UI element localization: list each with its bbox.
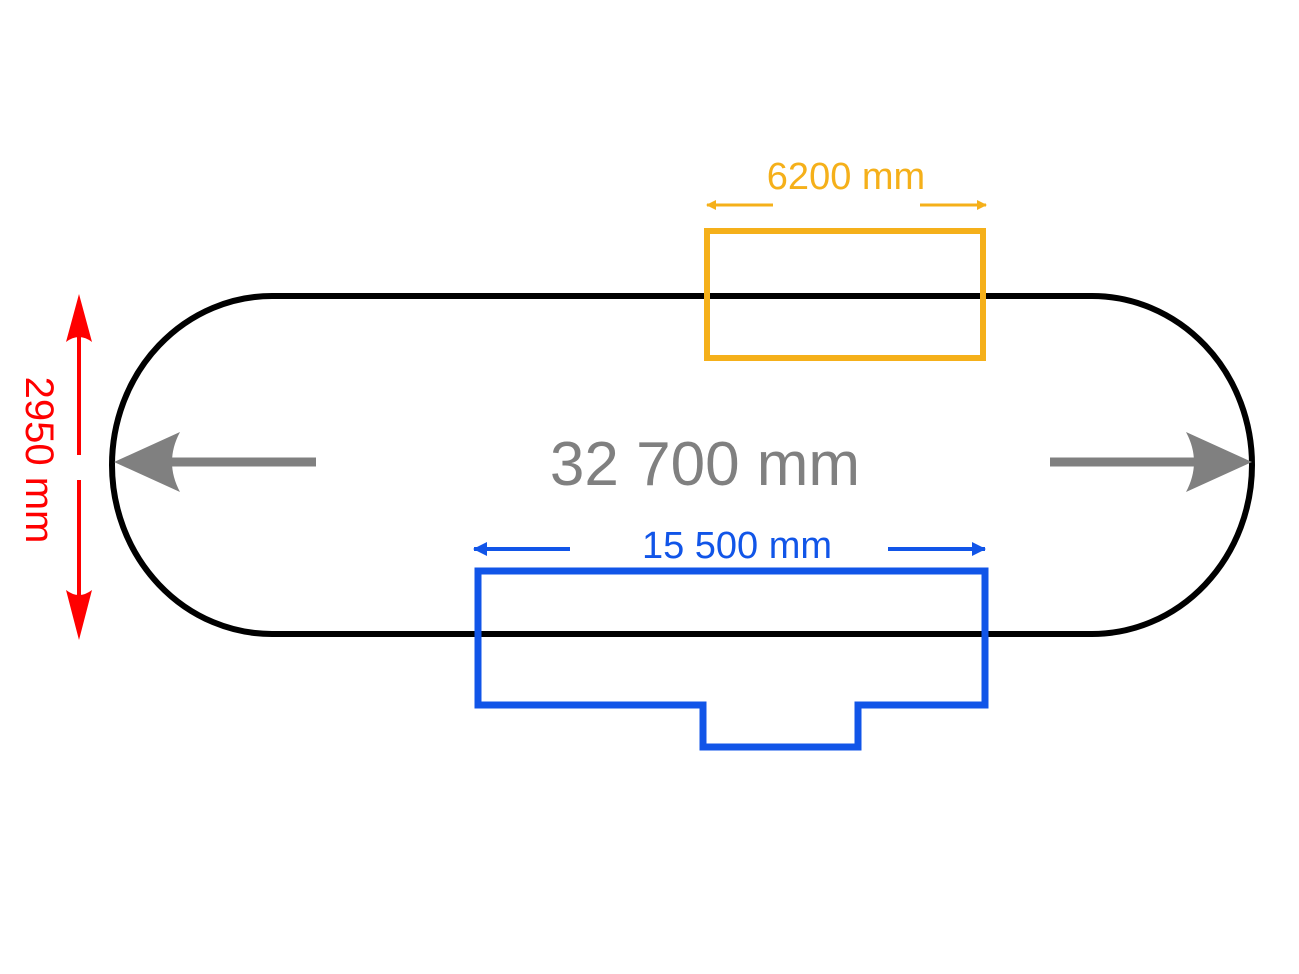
width-arrow-bottom-head: [66, 590, 92, 640]
track-outline: [109, 293, 1255, 637]
width-label: 2950 mm: [17, 377, 61, 544]
length-arrow-right-head: [1186, 432, 1252, 492]
orange-dimension-label: 6200 mm: [767, 156, 925, 198]
width-arrow-top-head: [66, 294, 92, 342]
orange-box: [704, 228, 986, 361]
overall-length-label: 32 700 mm: [550, 430, 860, 499]
blue-box: [474, 567, 989, 751]
blue-dimension-label: 15 500 mm: [642, 525, 832, 567]
length-arrow-left-head: [114, 432, 180, 492]
